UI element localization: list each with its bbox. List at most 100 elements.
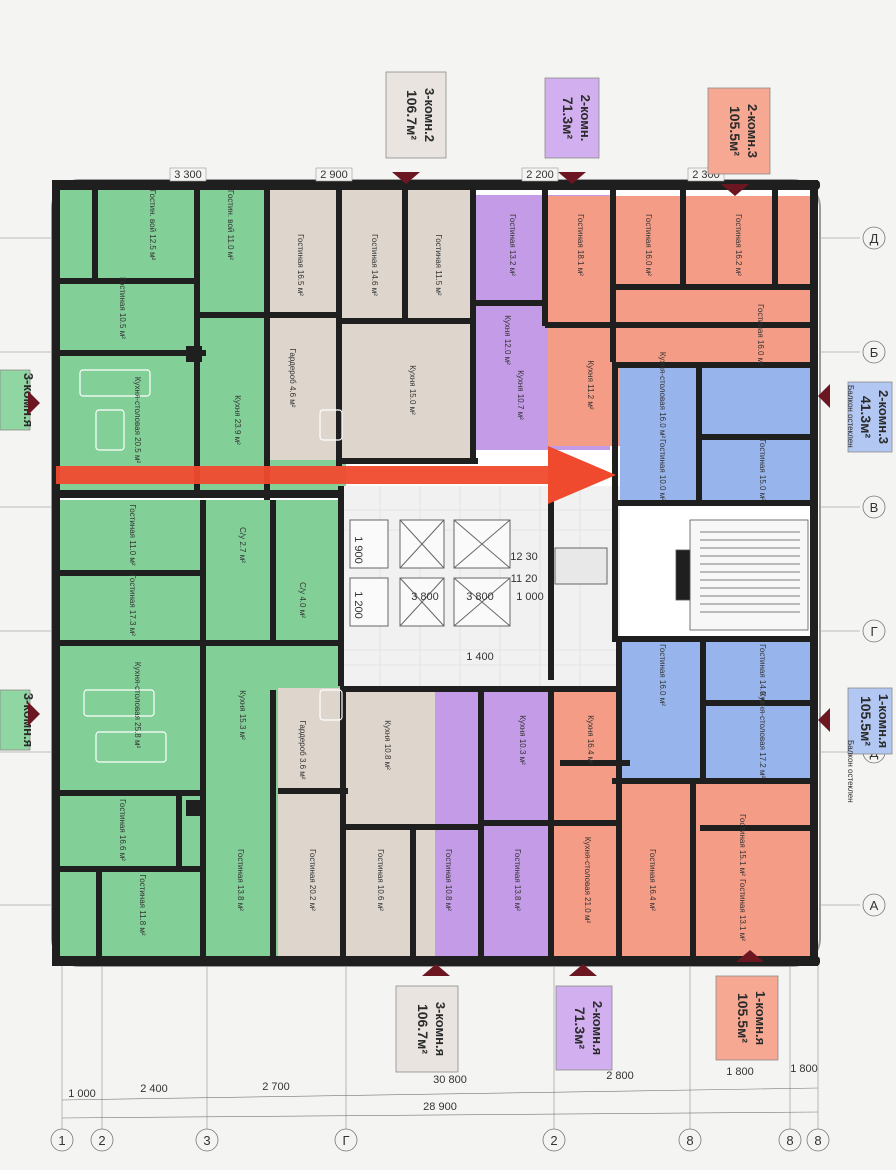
zone-blue-lower: [620, 640, 810, 780]
dimension-label: 3 300: [174, 169, 202, 181]
unit-callout-box: [715, 975, 779, 1061]
unit-area-label: 41.3м²: [858, 396, 874, 439]
unit-callout-box: [395, 985, 459, 1073]
axis-col-marker: [678, 1128, 702, 1152]
dimension-label: 11 20: [511, 573, 538, 585]
unit-callout-top-2k-a: 2-комн.71.3м²: [544, 77, 600, 184]
unit-rooms-label: 2-комн.я: [590, 1001, 605, 1055]
dimension-line: [61, 1111, 819, 1119]
room-label: Кухня-столовая 21.0 м²: [583, 837, 592, 924]
axis-row-marker: [862, 340, 886, 364]
dimension-label: 2 400: [140, 1083, 168, 1095]
unit-rooms-label: 1-комн.я: [753, 991, 768, 1045]
unit-callout-box: [385, 71, 447, 159]
room-label: Гостиная 10.6 м²: [376, 849, 385, 911]
dimension-box: [315, 167, 353, 182]
unit-callout-left-3k-a: 3-комн.я: [0, 369, 40, 431]
unit-area-label: 105.5м²: [727, 106, 743, 156]
room-label: Кухня 12.0 м²: [503, 315, 512, 365]
room-label: Кухня 10.8 м²: [383, 720, 392, 770]
room-label: Гардероб 3.6 м²: [298, 721, 307, 780]
axis-col-label: 2: [98, 1133, 105, 1148]
furniture: [79, 369, 343, 763]
axis-row-marker: [862, 495, 886, 519]
room-label: Кухня 10.3 м²: [518, 715, 527, 765]
dimension-label: 1 200: [352, 591, 364, 619]
axis-row-marker: [862, 893, 886, 917]
axis-labels: ДБВГДА123Г2888: [50, 226, 886, 1152]
axis-row-marker: [862, 619, 886, 643]
room-label: Гостиная 13.8 м²: [513, 849, 522, 911]
unit-callout-box: [707, 87, 771, 175]
axis-col-label: 8: [786, 1133, 793, 1148]
dimension-box: [169, 167, 207, 182]
room-label: Гостин. вой 12.5 м²: [148, 190, 157, 261]
room-label: Гостиная 16.5 м²: [296, 234, 305, 296]
axis-col-marker: [50, 1128, 74, 1152]
unit-rooms-label: 3-комн.2: [422, 88, 437, 142]
room-label: Гардероб 4.6 м²: [288, 349, 297, 408]
unit-marker-icon: [28, 391, 40, 415]
unit-rooms-label: 1-комн.я: [876, 694, 891, 748]
room-label: Гостиная 11.8 м²: [138, 874, 147, 936]
room-label: Гостиная 18.1 м²: [576, 214, 585, 276]
room-label: Гостиная 11.5 м²: [434, 234, 443, 296]
axis-row-label: Б: [870, 345, 879, 360]
unit-marker-icon: [569, 964, 597, 976]
axis-col-label: 8: [814, 1133, 821, 1148]
axis-row-marker: [862, 226, 886, 250]
unit-area-label: 71.3м²: [560, 97, 576, 140]
axis-row-label: В: [870, 500, 879, 515]
dimension-label: 1 800: [726, 1066, 754, 1078]
room-label: Кухня-столовая 25.8 м²: [133, 662, 142, 749]
axis-col-label: Г: [342, 1133, 349, 1148]
unit-marker-icon: [818, 384, 830, 408]
unit-rooms-label: 2-комн.3: [876, 390, 891, 444]
room-label: Гостиная 15.1 м²: [738, 814, 747, 876]
unit-callout-box: [544, 77, 600, 159]
axis-col-label: 3: [203, 1133, 210, 1148]
room-label: Гостиная 10.0 м²: [658, 439, 667, 501]
axis-col-marker: [195, 1128, 219, 1152]
unit-callout-left-3k-b: 3-комн.я: [0, 689, 40, 751]
zone-blue-upper: [620, 362, 810, 504]
dimension-label: 3 800: [466, 591, 494, 603]
balcony-note-top: Балкон остеклен: [846, 385, 855, 448]
room-label: Гостиная 15.0 м²: [758, 439, 767, 501]
room-label: Кухня 10.7 м²: [516, 370, 525, 420]
room-label: Гостиная 14.6 м²: [370, 234, 379, 296]
unit-marker-icon: [818, 708, 830, 732]
room-label: Гостиная 14.0 м²: [758, 644, 767, 706]
direction-arrow: [56, 446, 616, 504]
room-label: Гостиная 13.2 м²: [508, 214, 517, 276]
room-label: Гостин. вой 11.0 м²: [226, 190, 235, 260]
stairs: [675, 519, 809, 631]
zone-beige-top: [270, 190, 475, 460]
axis-row-label: А: [870, 898, 879, 913]
balcony-notes: Балкон остеклен Балкон остеклен: [846, 385, 855, 803]
dimension-label: 28 900: [423, 1101, 457, 1113]
room-label: Кухня 11.2 м²: [586, 361, 595, 410]
axis-col-label: 2: [550, 1133, 557, 1148]
unit-area-label: 105.5м²: [735, 993, 751, 1043]
dimension-label: 2 700: [262, 1081, 290, 1093]
room-label: Кухня-столовая 17.2 м²: [758, 692, 767, 779]
unit-marker-icon: [721, 184, 749, 196]
unit-callout-box: [555, 985, 613, 1071]
axis-col-marker: [542, 1128, 566, 1152]
room-label: С/у 4.0 м²: [298, 582, 307, 618]
room-label: Гостиная 11.0 м²: [128, 504, 137, 566]
unit-callout-box: [847, 381, 893, 453]
dimension-label: 2 200: [526, 169, 554, 181]
axis-col-label: 8: [686, 1133, 693, 1148]
unit-marker-icon: [736, 950, 764, 962]
dimension-label: 12 30: [510, 551, 538, 563]
room-label: Гостиная 16.0 м²: [658, 644, 667, 706]
axis-col-label: 1: [58, 1133, 65, 1148]
